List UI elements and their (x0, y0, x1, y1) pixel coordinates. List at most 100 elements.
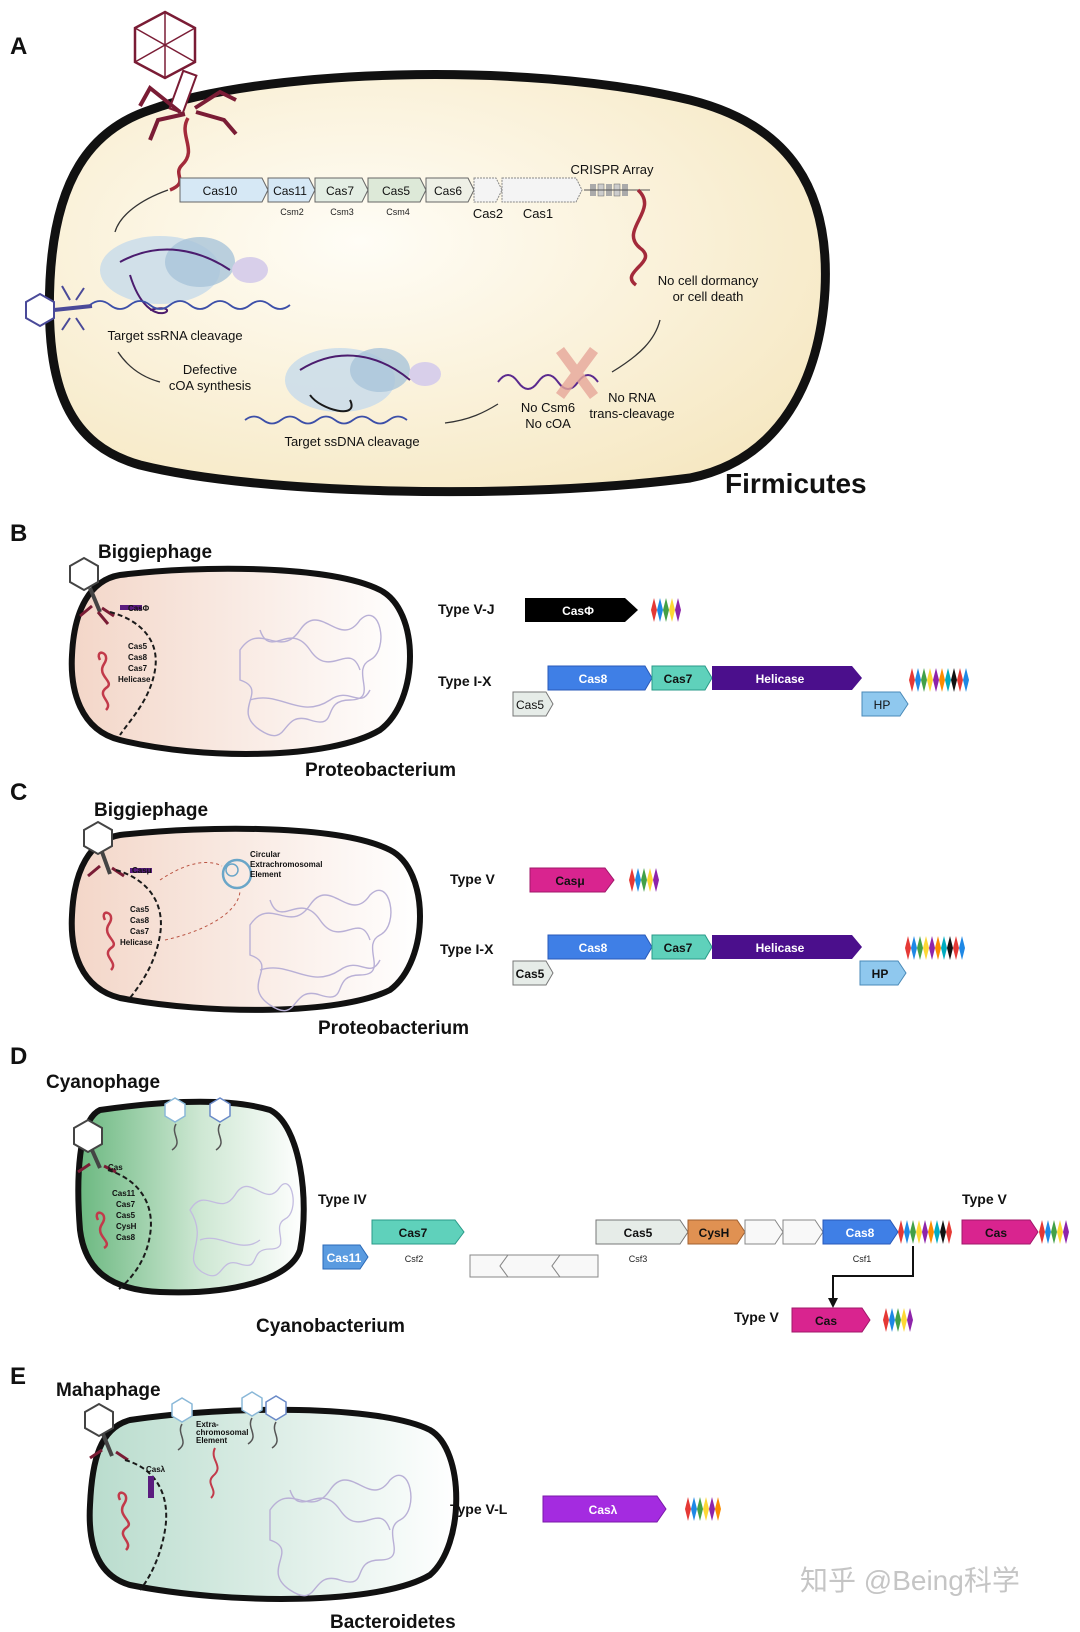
host-chromosome-tangle (189, 1183, 294, 1277)
type-label-vl: Type V-L (450, 1501, 508, 1517)
crispr-spacer (963, 668, 969, 692)
gene-cas5-b-label: Cas5 (516, 698, 544, 712)
gene-casmu-label: Casμ (555, 874, 584, 888)
phage-icon (73, 1118, 117, 1174)
step-nodeath-line2: or cell death (673, 289, 744, 304)
crispr-array-d3 (883, 1308, 913, 1332)
type-label-v-d2: Type V (734, 1309, 780, 1325)
phage-cyanophage: Cyanophage (46, 1072, 160, 1093)
gene-caslambda-label: Casλ (589, 1503, 618, 1517)
subgene-csf1: Csf1 (853, 1254, 872, 1264)
crispr-spacer (910, 1220, 916, 1244)
genome-label-cas-d: Cas (108, 1163, 123, 1172)
panel-c-letter: C (10, 779, 27, 806)
gene-casphi (525, 598, 638, 622)
crispr-spacer (657, 598, 663, 622)
genome-label-casmu: Casμ (132, 866, 152, 875)
gene-cas7-d-label: Cas7 (399, 1226, 428, 1240)
gene-cas7: Cas7 (326, 184, 354, 198)
panel-a: A Cas10 Cas11 Cas7 Cas5 Cas6 (10, 10, 867, 499)
crispr-spacer (641, 868, 647, 892)
crispr-array-label: CRISPR Array (570, 162, 654, 177)
gene-cas7-b (651, 665, 713, 691)
gene-cas7-c (651, 934, 713, 960)
gene-blank-4 (744, 1219, 784, 1245)
step-coa-line2: cOA synthesis (169, 378, 252, 393)
genome-label-caslambda: Casλ (146, 1465, 166, 1474)
genome-label-cas11-d: Cas11 (112, 1189, 136, 1198)
panel-e-letter: E (10, 1363, 26, 1390)
firmicutes-operon: Cas10 Cas11 Cas7 Cas5 Cas6 Csm2 Csm3 Csm… (179, 162, 654, 287)
step-nocsm-line1: No Csm6 (521, 400, 575, 415)
gene-cas5-d-label: Cas5 (624, 1226, 653, 1240)
phage-icon-small (25, 285, 93, 331)
subgene-csf3: Csf3 (629, 1254, 648, 1264)
crispr-spacer (929, 936, 935, 960)
panel-e: E Mahaphage Casλ Extra- chromosomal Elem… (10, 1363, 721, 1632)
phage-icon-pale (171, 1391, 287, 1451)
subgene-csf2: Csf2 (405, 1254, 424, 1264)
phage-biggiephage-c: Biggiephage (94, 800, 208, 821)
gene-cas6: Cas6 (434, 184, 462, 198)
gene-cysh-d (687, 1219, 746, 1245)
gene-blank-5 (782, 1219, 824, 1245)
crispr-spacer (709, 1497, 715, 1521)
crispr-spacer (889, 1308, 895, 1332)
crispr-spacer (685, 1497, 691, 1521)
gene-cas2: Cas2 (473, 206, 503, 221)
genome-label-cas7-c: Cas7 (130, 927, 150, 936)
crispr-spacer (904, 1220, 910, 1244)
ece-line1-c: Circular (250, 850, 280, 859)
phage-genome-c (115, 869, 162, 999)
crispr-spacer (945, 668, 951, 692)
crispr-spacer (1063, 1220, 1069, 1244)
ece-line2-e: chromosomal (196, 1428, 248, 1437)
gene-cas8-d-label: Cas8 (846, 1226, 875, 1240)
host-firmicutes: Firmicutes (725, 468, 867, 499)
type-label-v-d1: Type V (962, 1191, 1008, 1207)
host-proteobacterium-b: Proteobacterium (305, 760, 456, 781)
target-dsdna-2 (244, 415, 408, 425)
crispr-spacer (934, 1220, 940, 1244)
gene-cas10: Cas10 (203, 184, 238, 198)
gene-helicase-c-label: Helicase (756, 941, 805, 955)
genome-label-cas5-c: Cas5 (130, 905, 150, 914)
crispr-spacer (933, 668, 939, 692)
step-coa-line1: Defective (183, 362, 237, 377)
genome-label-cas8-c: Cas8 (130, 916, 150, 925)
crispr-spacer (675, 598, 681, 622)
target-dsdna-1 (89, 300, 291, 310)
crispr-spacer (901, 1308, 907, 1332)
circular-ece-icon (221, 858, 253, 890)
gene-cas5-d (595, 1219, 689, 1245)
ece-line1-e: Extra- (196, 1420, 219, 1429)
proteobacterium-cell-c (68, 825, 423, 1013)
crispr-spacer (959, 936, 965, 960)
gene-cas-d2-label: Cas (815, 1314, 837, 1328)
gene-hp-c (859, 960, 907, 986)
crispr-spacer (905, 936, 911, 960)
panel-d-letter: D (10, 1043, 27, 1070)
gene-cas5-b (512, 691, 554, 717)
gene-cas11: Cas11 (273, 184, 307, 198)
gene-casphi-label: CasΦ (562, 604, 594, 618)
crispr-spacer (1039, 1220, 1045, 1244)
host-bacteroidetes: Bacteroidetes (330, 1612, 456, 1632)
gene-cas8-d (822, 1219, 899, 1245)
crispr-spacer (921, 668, 927, 692)
gene-caslambda (542, 1495, 667, 1523)
ece-line2-c: Extrachromosomal (250, 860, 322, 869)
crispr-spacer (922, 1220, 928, 1244)
proteobacterium-cell-b (68, 565, 413, 757)
crispr-spacer (703, 1497, 709, 1521)
crispr-spacer (651, 598, 657, 622)
gene-helicase-c (712, 935, 862, 959)
phage-icon (69, 556, 115, 625)
crispr-array-d1 (898, 1220, 952, 1244)
host-chromosome-tangle (269, 1474, 412, 1597)
step-ssrna-label: Target ssRNA cleavage (107, 328, 242, 343)
gene-cas11-d (322, 1244, 369, 1270)
crispr-spacer (951, 668, 957, 692)
crispr-spacer (663, 598, 669, 622)
